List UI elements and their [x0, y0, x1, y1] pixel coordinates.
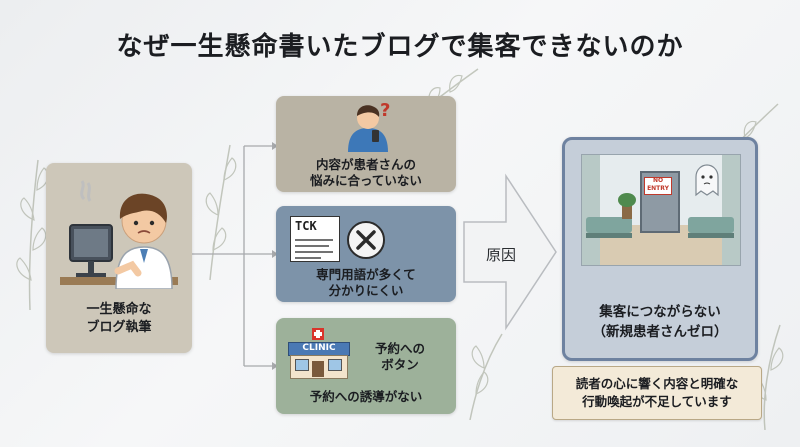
confused-person-icon: ? [348, 100, 390, 152]
source-card: 一生懸命な ブログ執筆 [46, 163, 192, 353]
cause1-line2: 悩みに合っていない [310, 173, 422, 188]
clinic-building-icon: CLINIC [288, 328, 350, 379]
page-title: なぜ一生懸命書いたブログで集客できないのか [116, 32, 684, 62]
cause-card-no-cta: CLINIC 予約への ボタン 予約への誘導がない [276, 318, 456, 414]
cause2-line2: 分かりにくい [328, 283, 404, 298]
leaf-decoration-icon [205, 144, 237, 280]
door-sign-line2: ENTRY [647, 185, 669, 192]
blogger-illustration-icon [60, 180, 178, 289]
result-line2: （新規患者さんゼロ） [592, 324, 728, 340]
cause3-button-label-line2: ボタン [381, 357, 419, 372]
result-line1: 集客につながらない [599, 304, 721, 320]
source-label-line1: 一生懸命な [86, 302, 152, 317]
cross-mark-icon [347, 221, 385, 259]
leaf-decoration-icon [469, 333, 503, 420]
empty-waiting-room-illustration: NO ENTRY [581, 154, 741, 266]
leaf-decoration-icon [16, 159, 49, 310]
door-sign-line1: NO [652, 177, 664, 184]
cause-card-mismatch: ? 内容が患者さんの 悩みに合っていない [276, 96, 456, 192]
jargon-document-icon: TCK [290, 216, 340, 262]
cause-arrow-label: 原因 [486, 246, 517, 264]
cause2-line1: 専門用語が多くて [316, 267, 416, 282]
result-card: NO ENTRY 集客につながらない （新規患者さんゼロ） [562, 137, 758, 361]
cause3-button-label-line1: 予約への [374, 341, 425, 356]
source-label-line2: ブログ執筆 [86, 320, 152, 335]
cause-arrow-icon [463, 173, 557, 331]
cause1-line1: 内容が患者さんの [315, 157, 416, 172]
conclusion-note: 読者の心に響く内容と明確な 行動喚起が不足しています [552, 366, 762, 420]
note-line1: 読者の心に響く内容と明確な [575, 376, 739, 391]
note-line2: 行動喚起が不足しています [582, 394, 732, 409]
document-heading: TCK [295, 219, 317, 233]
cause-card-jargon: TCK 専門用語が多くて 分かりにくい [276, 206, 456, 302]
clinic-sign: CLINIC [302, 343, 336, 353]
ghost-icon [695, 164, 719, 197]
svg-text:?: ? [380, 100, 390, 121]
cause3-line3: 予約への誘導がない [309, 389, 423, 404]
